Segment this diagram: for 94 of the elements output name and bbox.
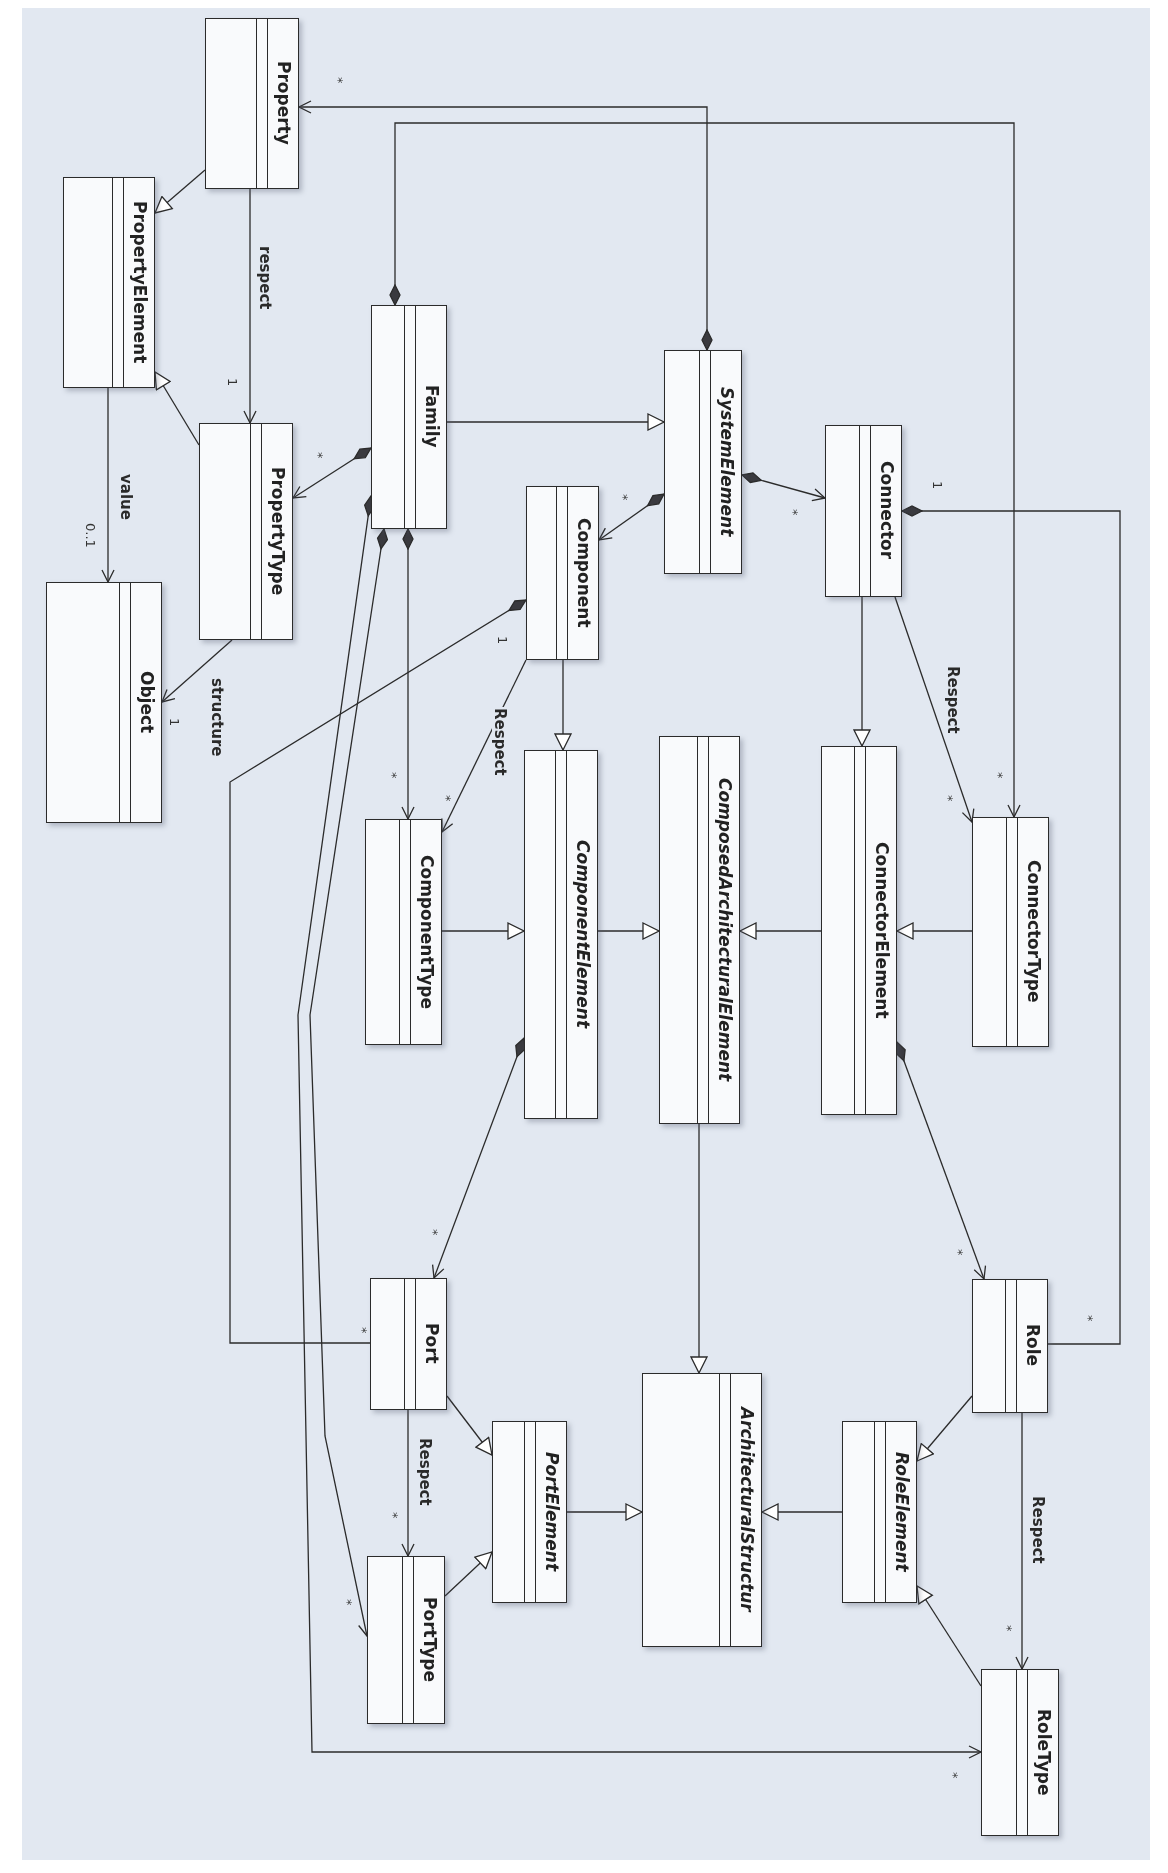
class-name: PropertyType — [269, 466, 286, 596]
composition-arrow — [309, 528, 389, 1637]
class-box — [972, 1279, 1048, 1413]
class-box — [46, 582, 162, 823]
association-arrow — [161, 639, 233, 703]
multiplicity-label: * — [385, 771, 399, 779]
class-box — [370, 1278, 447, 1410]
class-box — [526, 486, 599, 660]
multiplicity-label: * — [991, 771, 1005, 779]
class-box — [972, 817, 1049, 1047]
multiplicity-label: * — [331, 76, 345, 84]
composition-arrow — [895, 1041, 987, 1280]
class-box — [664, 350, 742, 574]
composition-arrow — [598, 493, 665, 541]
class-name: Object — [138, 670, 155, 734]
class-box — [642, 1373, 762, 1647]
multiplicity-label: * — [786, 508, 800, 516]
multiplicity-label: * — [616, 493, 630, 501]
class-name: SystemElement — [718, 386, 735, 537]
generalization-arrow — [597, 922, 660, 940]
association-arrow — [1015, 1412, 1029, 1670]
multiplicity-label: 0..1 — [83, 522, 97, 548]
class-box — [199, 423, 293, 640]
generalization-arrow — [154, 169, 206, 214]
multiplicity-label: 1 — [930, 480, 944, 490]
class-name: RoleElement — [893, 1451, 910, 1572]
class-name: Component — [575, 517, 592, 628]
multiplicity-label: * — [386, 1511, 400, 1519]
class-box — [842, 1421, 917, 1603]
multiplicity-label: * — [439, 794, 453, 802]
multiplicity-label: * — [426, 1228, 440, 1236]
multiplicity-label: * — [1000, 1624, 1014, 1632]
generalization-arrow — [444, 1551, 493, 1597]
class-name: ComponentElement — [574, 840, 591, 1028]
class-name: ArchitecturalStructur — [738, 1407, 755, 1612]
multiplicity-label: * — [951, 1248, 965, 1256]
class-box — [367, 1556, 445, 1724]
generalization-arrow — [446, 1395, 493, 1456]
composition-arrow — [292, 447, 372, 499]
multiplicity-label: * — [311, 451, 325, 459]
multiplicity-label: 1 — [225, 377, 239, 387]
multiplicity-label: * — [1081, 1314, 1095, 1322]
association-arrow — [101, 387, 115, 583]
generalization-arrow — [441, 922, 525, 940]
class-name: Connector — [878, 461, 895, 560]
generalization-arrow — [739, 922, 822, 940]
class-name: Property — [275, 61, 292, 145]
class-name: ConnectorElement — [873, 841, 890, 1019]
class-box — [365, 819, 442, 1045]
class-name: ComposedArchitecturalElement — [716, 777, 733, 1082]
class-name: Port — [423, 1323, 440, 1364]
association-arrow — [441, 659, 527, 833]
class-box — [659, 736, 740, 1124]
class-box — [63, 177, 155, 388]
class-box — [205, 18, 299, 189]
class-box — [492, 1421, 567, 1603]
class-name: Role — [1024, 1324, 1041, 1367]
class-name: PortElement — [543, 1451, 560, 1572]
multiplicity-label: * — [355, 1326, 369, 1334]
class-name: PortType — [421, 1597, 438, 1682]
multiplicity-label: * — [941, 794, 955, 802]
class-name: PropertyElement — [131, 200, 148, 364]
multiplicity-label: * — [340, 1598, 354, 1606]
composition-arrow — [389, 122, 1021, 818]
multiplicity-label: 1 — [495, 635, 509, 645]
generalization-arrow — [554, 659, 572, 751]
generalization-arrow — [690, 1123, 708, 1374]
composition-arrow — [401, 528, 415, 820]
composition-arrow — [431, 1037, 526, 1279]
multiplicity-label: * — [946, 1771, 960, 1779]
class-box — [981, 1669, 1059, 1836]
generalization-arrow — [916, 1585, 982, 1687]
generalization-arrow — [154, 371, 200, 446]
generalization-arrow — [916, 1395, 973, 1462]
class-name: ConnectorType — [1025, 860, 1042, 1003]
class-box — [371, 305, 447, 529]
association-arrow — [401, 1409, 415, 1557]
generalization-arrow — [896, 922, 973, 940]
class-name: ComponentType — [418, 854, 435, 1009]
composition-arrow — [741, 472, 826, 502]
class-name: Family — [423, 385, 440, 448]
generalization-arrow — [566, 1503, 643, 1521]
composition-arrow — [297, 495, 982, 1759]
class-box — [821, 746, 897, 1115]
class-box — [825, 425, 902, 597]
generalization-arrow — [853, 596, 871, 747]
class-name: RoleType — [1035, 1708, 1052, 1796]
class-box — [524, 750, 598, 1119]
generalization-arrow — [761, 1503, 843, 1521]
generalization-arrow — [446, 413, 665, 431]
composition-arrow — [298, 100, 713, 351]
association-arrow — [243, 188, 257, 424]
multiplicity-label: 1 — [167, 717, 181, 727]
association-arrow — [894, 596, 975, 823]
